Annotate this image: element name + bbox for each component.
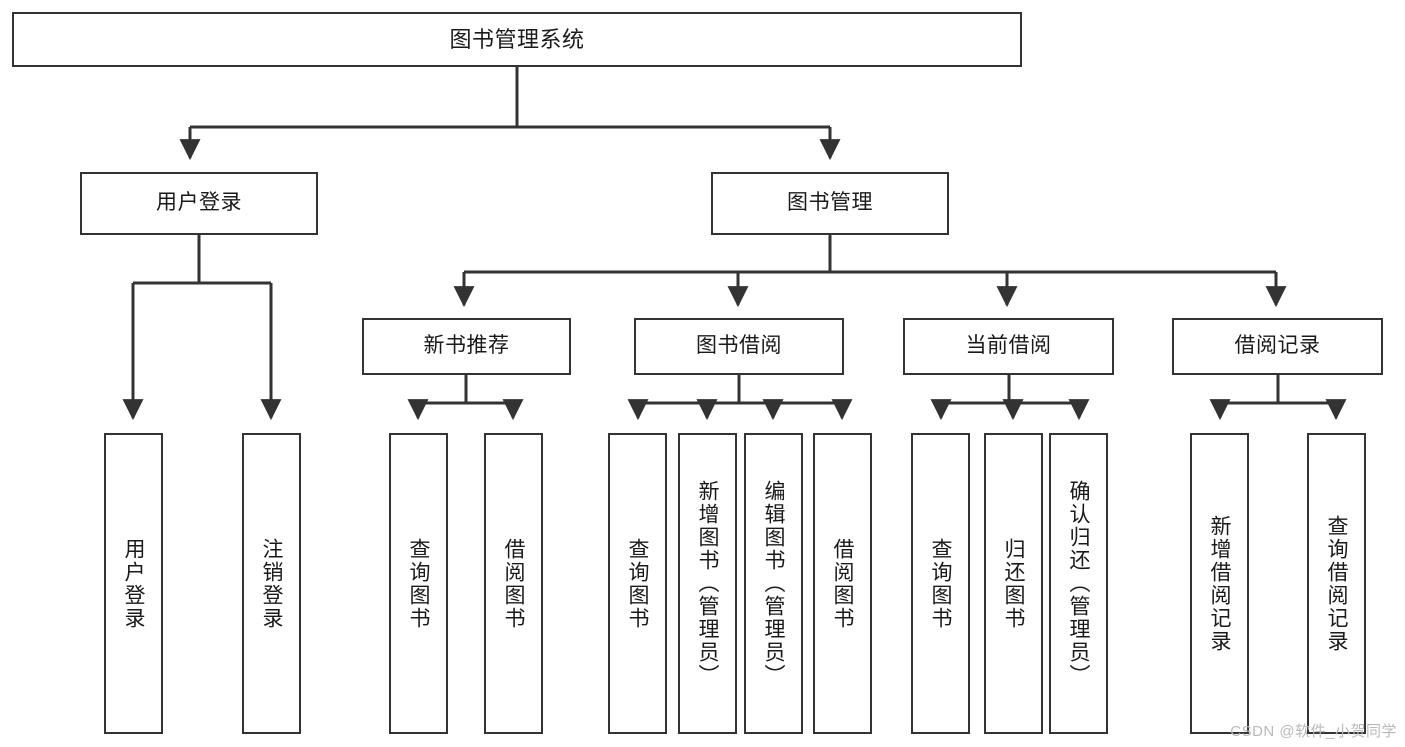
node-leaf-logout[interactable]: 注销登录: [242, 433, 301, 734]
node-new-book-recommend-label: 新书推荐: [423, 334, 510, 358]
node-leaf-query-borrow-record[interactable]: 查询借阅记录: [1307, 433, 1366, 734]
node-leaf-return-book-label: 归还图书: [1002, 537, 1025, 630]
node-book-borrow-label: 图书借阅: [696, 334, 782, 358]
node-leaf-query-book-new-label: 查询图书: [407, 537, 430, 630]
node-book-borrow[interactable]: 图书借阅: [634, 318, 844, 375]
node-leaf-query-book-borrow-label: 查询图书: [626, 537, 649, 630]
node-leaf-add-book[interactable]: 新增图书（管理员）: [678, 433, 737, 734]
node-leaf-query-book-current[interactable]: 查询图书: [911, 433, 970, 734]
node-leaf-confirm-return-label: 确认归还（管理员）: [1067, 480, 1090, 687]
node-leaf-query-book-borrow[interactable]: 查询图书: [608, 433, 667, 734]
node-leaf-query-borrow-record-label: 查询借阅记录: [1325, 514, 1348, 653]
node-new-book-recommend[interactable]: 新书推荐: [362, 318, 571, 375]
node-leaf-add-borrow-record-label: 新增借阅记录: [1208, 514, 1231, 653]
node-user-login[interactable]: 用户登录: [80, 172, 318, 235]
node-leaf-query-book-new[interactable]: 查询图书: [389, 433, 448, 734]
node-root-system[interactable]: 图书管理系统: [12, 12, 1022, 67]
node-leaf-borrow-book[interactable]: 借阅图书: [813, 433, 872, 734]
node-leaf-confirm-return[interactable]: 确认归还（管理员）: [1049, 433, 1108, 734]
node-book-management[interactable]: 图书管理: [711, 172, 949, 235]
node-leaf-add-borrow-record[interactable]: 新增借阅记录: [1190, 433, 1249, 734]
node-leaf-user-login[interactable]: 用户登录: [104, 433, 163, 734]
node-leaf-logout-label: 注销登录: [260, 537, 283, 630]
node-leaf-user-login-label: 用户登录: [122, 537, 145, 630]
node-leaf-borrow-book-new[interactable]: 借阅图书: [484, 433, 543, 734]
node-current-borrow[interactable]: 当前借阅: [903, 318, 1114, 375]
node-current-borrow-label: 当前借阅: [965, 334, 1052, 358]
node-leaf-borrow-book-new-label: 借阅图书: [502, 537, 525, 630]
node-leaf-query-book-current-label: 查询图书: [929, 537, 952, 630]
node-leaf-edit-book-label: 编辑图书（管理员）: [762, 480, 785, 687]
node-leaf-return-book[interactable]: 归还图书: [984, 433, 1043, 734]
node-borrow-record-label: 借阅记录: [1234, 334, 1321, 358]
node-leaf-edit-book[interactable]: 编辑图书（管理员）: [744, 433, 803, 734]
csdn-watermark: CSDN @软件_小贺同学: [1230, 723, 1397, 740]
node-user-login-label: 用户登录: [156, 191, 242, 215]
node-book-management-label: 图书管理: [787, 191, 873, 215]
node-leaf-borrow-book-label: 借阅图书: [831, 537, 854, 630]
node-borrow-record[interactable]: 借阅记录: [1172, 318, 1383, 375]
node-leaf-add-book-label: 新增图书（管理员）: [696, 480, 719, 687]
node-root-system-label: 图书管理系统: [449, 26, 585, 52]
